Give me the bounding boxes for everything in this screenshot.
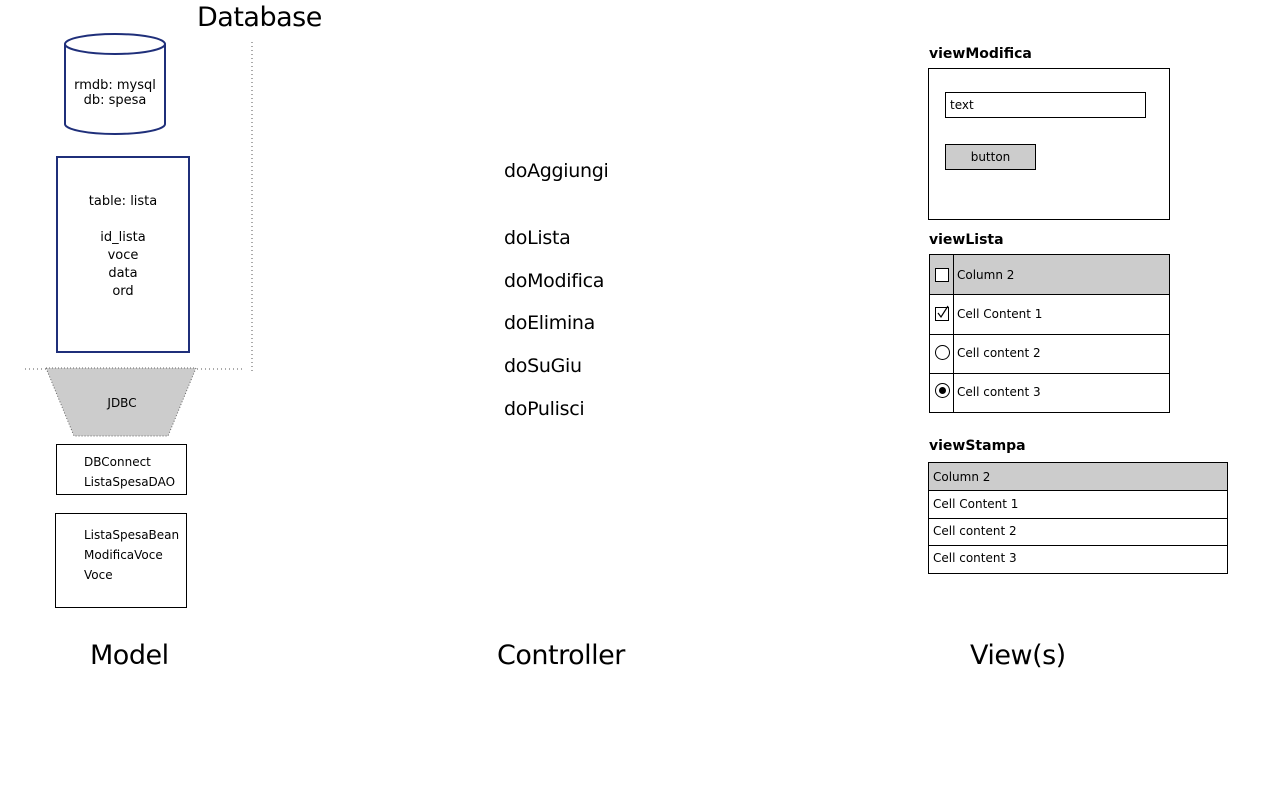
- table-field: id_lista: [100, 230, 146, 245]
- views-heading: View(s): [970, 640, 1066, 671]
- checkmark-icon: [937, 305, 949, 319]
- view-stampa-header-label: Column 2: [933, 470, 991, 484]
- model-heading: Model: [90, 640, 169, 671]
- controller-heading: Controller: [497, 640, 625, 671]
- view-lista-table: Column 2 Cell Content 1 Cell content 2 C…: [929, 254, 1170, 413]
- view-lista-cell: Cell content 3: [957, 385, 1041, 399]
- row-divider: [930, 334, 1169, 335]
- database-heading: Database: [197, 2, 322, 33]
- view-modifica-frame: text button: [928, 68, 1170, 220]
- row-divider: [929, 545, 1227, 546]
- controller-action: doPulisci: [504, 398, 585, 420]
- dao-box: DBConnect ListaSpesaDAO: [56, 444, 187, 495]
- controller-action: doLista: [504, 227, 571, 249]
- row-radio[interactable]: [935, 345, 950, 360]
- button-label: button: [970, 150, 1011, 164]
- controller-action: doAggiungi: [504, 160, 609, 182]
- text-input-value: text: [950, 98, 974, 112]
- row-checkbox-checked[interactable]: [935, 305, 949, 321]
- view-lista-title: viewLista: [929, 232, 1004, 248]
- jdbc-label: JDBC: [107, 396, 137, 410]
- bean-item: ListaSpesaBean: [84, 528, 180, 542]
- button[interactable]: button: [945, 144, 1036, 170]
- dao-item: DBConnect: [84, 455, 151, 469]
- table-title: table: lista: [88, 194, 158, 209]
- controller-action: doElimina: [504, 312, 596, 334]
- row-divider: [930, 373, 1169, 374]
- view-stampa-title: viewStampa: [929, 438, 1026, 454]
- db-rmdb: rmdb: mysql: [74, 78, 156, 93]
- view-lista-header-row: [930, 255, 1169, 295]
- table-box: table: lista id_lista voce data ord: [56, 156, 190, 353]
- view-modifica-title: viewModifica: [929, 46, 1032, 62]
- jdbc-shape: [45, 367, 197, 437]
- view-stampa-table: Column 2 Cell Content 1 Cell content 2 C…: [928, 462, 1228, 574]
- header-checkbox[interactable]: [935, 268, 949, 282]
- db-label: rmdb: mysql db: spesa: [65, 78, 165, 108]
- dao-item: ListaSpesaDAO: [84, 475, 176, 489]
- table-field: voce: [107, 248, 139, 263]
- view-stampa-header-row: [929, 463, 1227, 491]
- view-lista-cell: Cell Content 1: [957, 307, 1043, 321]
- view-stampa-cell: Cell Content 1: [933, 497, 1019, 511]
- table-field: ord: [112, 284, 134, 299]
- bean-item: ModificaVoce: [84, 548, 163, 562]
- bean-item: Voce: [84, 568, 113, 582]
- controller-action: doModifica: [504, 270, 605, 292]
- row-divider: [929, 518, 1227, 519]
- view-lista-column-divider: [953, 255, 954, 412]
- text-input[interactable]: text: [945, 92, 1146, 118]
- controller-action: doSuGiu: [504, 355, 582, 377]
- view-lista-header-label: Column 2: [957, 268, 1015, 282]
- db-cylinder: [64, 33, 166, 135]
- bean-box: ListaSpesaBean ModificaVoce Voce: [55, 513, 187, 608]
- view-stampa-cell: Cell content 2: [933, 524, 1017, 538]
- db-name: db: spesa: [83, 93, 147, 108]
- radio-dot-icon: [939, 387, 946, 394]
- table-field: data: [108, 266, 138, 281]
- view-lista-cell: Cell content 2: [957, 346, 1041, 360]
- row-radio-selected[interactable]: [935, 383, 950, 398]
- view-stampa-cell: Cell content 3: [933, 551, 1017, 565]
